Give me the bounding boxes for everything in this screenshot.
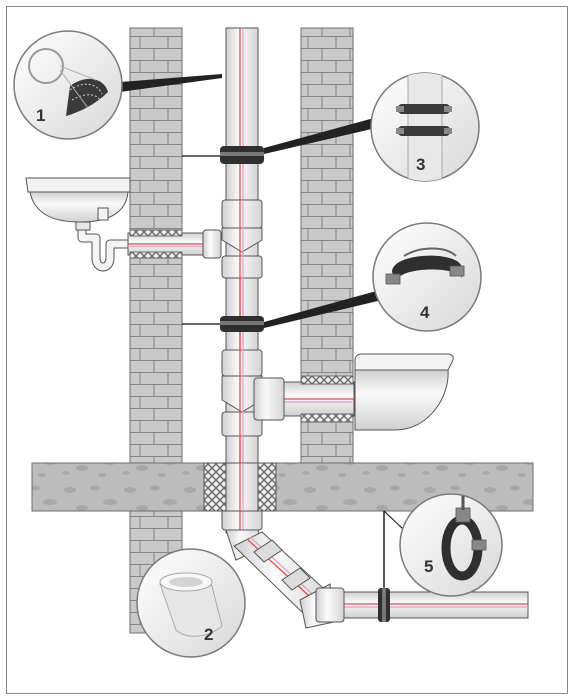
vertical-stack-pipe (221, 27, 263, 534)
double-pipe-clamp-icon (396, 73, 452, 181)
callout-2: 2 (136, 548, 246, 658)
stack-through-floor (225, 462, 259, 512)
callout-label-4: 4 (420, 303, 430, 322)
toilet-branch-pipe (253, 375, 355, 423)
ceiling-hanger-clamp-icon (441, 496, 487, 581)
brick-wall-left (129, 27, 183, 634)
callout-3: 3 (370, 72, 480, 182)
outlet-pipe-run (225, 529, 529, 629)
callout-leaders (120, 74, 405, 531)
stack-clamps (182, 146, 264, 332)
callout-5: 5 (399, 493, 503, 597)
callout-4: 4 (372, 222, 482, 332)
callout-label-1: 1 (36, 106, 45, 125)
callout-label-2: 2 (204, 625, 213, 644)
basin-branch-pipe (127, 229, 222, 259)
callout-1: 1 (13, 30, 123, 140)
callout-label-5: 5 (424, 557, 433, 576)
pipe-clamp-bracket-icon (385, 247, 465, 285)
pipe-elbow-fitting-icon (159, 572, 223, 637)
wash-basin (25, 177, 131, 272)
callout-label-3: 3 (416, 155, 425, 174)
horizontal-pipe-hanger (378, 511, 390, 622)
insulated-pipe-section-icon (28, 48, 108, 116)
wall-hung-toilet (354, 353, 454, 431)
